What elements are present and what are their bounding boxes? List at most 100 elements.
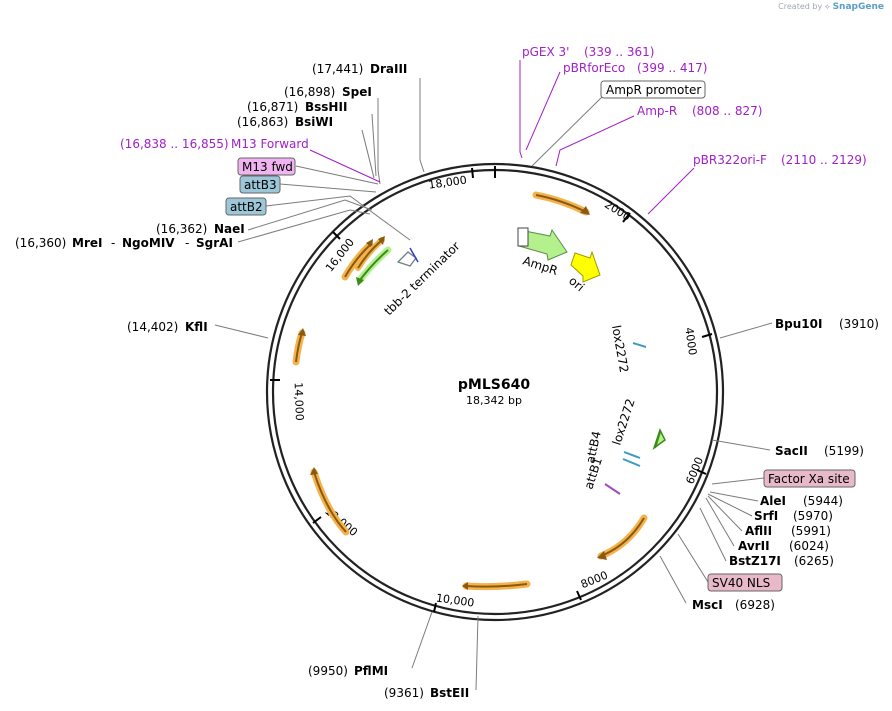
pgex-range: (339 .. 361) bbox=[584, 45, 654, 59]
draiii-pos: (17,441) bbox=[312, 62, 363, 76]
attb2-connector bbox=[265, 195, 411, 241]
m13fwd-connector bbox=[295, 165, 379, 185]
tbb2-label: tbb-2 terminator bbox=[381, 239, 462, 318]
orange-arrow-6 bbox=[344, 244, 371, 278]
bsiwi-name: BsiWI bbox=[295, 115, 333, 129]
orange-arrow-2 bbox=[600, 517, 645, 557]
msci-name: MscI bbox=[692, 598, 723, 612]
dash-1: - bbox=[111, 236, 115, 250]
bpu10i-pos: (3910) bbox=[839, 317, 879, 331]
mrei-pos: (16,360) bbox=[15, 236, 66, 250]
factorxa-connector bbox=[711, 477, 765, 485]
ori-feature-arrow bbox=[570, 250, 601, 283]
bstz17i-name: BstZ17I bbox=[729, 554, 781, 568]
bsteii-connector bbox=[475, 615, 479, 691]
attb3-connector bbox=[279, 183, 377, 193]
lox2272-lower-label: lox2272 bbox=[610, 397, 638, 447]
ampr-promoter-box bbox=[600, 80, 706, 99]
credit-brand: SnapGene bbox=[832, 2, 884, 12]
pflmi-pos: (9950) bbox=[308, 664, 348, 678]
attb1-mark bbox=[604, 483, 621, 495]
credit: Created by ⟡ SnapGene bbox=[778, 2, 884, 12]
attb3-box bbox=[239, 175, 281, 194]
primer-connectors bbox=[309, 60, 695, 215]
orange-arrow-4 bbox=[313, 471, 347, 533]
srfi-connector bbox=[707, 493, 753, 517]
m13-fwd-box bbox=[237, 157, 296, 176]
orange-feature-2 bbox=[597, 514, 648, 560]
alei-name: AleI bbox=[760, 494, 786, 508]
pflmi-connector bbox=[411, 611, 433, 669]
bstz17i-connector bbox=[699, 507, 727, 562]
green-feature-right-shaft bbox=[654, 431, 661, 449]
restriction-sites: (17,441) DraIII (16,898) SpeI (16,871) B… bbox=[15, 62, 879, 700]
orange-feature-4 bbox=[310, 468, 350, 536]
tick-label-14000: 14,000 bbox=[292, 382, 306, 421]
bsiwi-connector bbox=[361, 129, 375, 179]
ampr-feature-arrow bbox=[518, 228, 568, 261]
spei-name: SpeI bbox=[342, 85, 372, 99]
green-arrowhead-reverse bbox=[356, 277, 364, 286]
orange-arrowhead-5 bbox=[298, 328, 306, 336]
tick-label-4000: 4000 bbox=[682, 327, 699, 357]
orange-arrowhead-7 bbox=[378, 236, 385, 245]
tick-6000 bbox=[696, 469, 707, 475]
avrii-pos: (6024) bbox=[789, 539, 829, 553]
factor-xa-box bbox=[763, 469, 856, 488]
lox2272-lower-mark bbox=[622, 458, 641, 467]
bsiwi-pos: (16,863) bbox=[237, 115, 288, 129]
dash-2: - bbox=[185, 236, 189, 250]
sacii-name: SacII bbox=[775, 444, 808, 458]
msci-pos: (6928) bbox=[735, 598, 775, 612]
draiii-name: DraIII bbox=[370, 62, 407, 76]
pbr322ori-range: (2110 .. 2129) bbox=[781, 153, 867, 167]
sv40nls-connector bbox=[677, 533, 709, 583]
pbr322ori-connector bbox=[647, 167, 695, 215]
orange-arrowhead-2 bbox=[597, 551, 607, 560]
pgex-name: pGEX 3' bbox=[522, 45, 569, 59]
m13-fwd-text: M13 fwd bbox=[242, 160, 293, 174]
ampr-promoter-text: AmpR promoter bbox=[606, 83, 701, 97]
alei-connector bbox=[709, 491, 759, 502]
tick-label-18000: 18,000 bbox=[428, 173, 468, 191]
credit-prefix: Created by bbox=[778, 2, 823, 11]
bpu10i-name: Bpu10I bbox=[775, 317, 822, 331]
backbone-outer bbox=[265, 162, 725, 622]
tick-16000 bbox=[332, 231, 341, 240]
sv40-nls-box bbox=[707, 573, 783, 592]
attb4-mark bbox=[623, 451, 641, 459]
bstz17i-pos: (6265) bbox=[794, 554, 834, 568]
orange-arrowhead-1 bbox=[580, 206, 590, 215]
tick-label-2000: 2000 bbox=[602, 198, 633, 224]
alei-pos: (5944) bbox=[803, 494, 843, 508]
draiii-connector bbox=[419, 78, 425, 173]
naei-name: NaeI bbox=[214, 222, 245, 236]
ampr-promoter-mark bbox=[517, 227, 529, 247]
attb2-text: attB2 bbox=[230, 200, 263, 214]
orange-arrowhead-6 bbox=[366, 239, 373, 248]
pbr322ori-name: pBR322ori-F bbox=[693, 153, 767, 167]
sacii-pos: (5199) bbox=[824, 444, 864, 458]
sv40-nls-text: SV40 NLS bbox=[712, 576, 770, 590]
ampr-primer-connector bbox=[555, 115, 635, 167]
avrii-connector bbox=[705, 497, 735, 547]
ruler-ticks bbox=[270, 166, 713, 613]
ampr-promoter-connector bbox=[531, 94, 605, 167]
bsteii-pos: (9361) bbox=[384, 686, 424, 700]
srfi-pos: (5970) bbox=[793, 509, 833, 523]
snapgene-logo-icon: ⟡ bbox=[824, 2, 831, 11]
lox2272-upper-label: lox2272 bbox=[609, 324, 631, 374]
aflii-name: AflII bbox=[745, 524, 772, 538]
ampr-primer-range: (808 .. 827) bbox=[692, 104, 762, 118]
boxed-features: AmpR promoter M13 fwd attB3 attB2 Factor… bbox=[225, 80, 856, 592]
spei-connector bbox=[377, 98, 381, 185]
ampr-primer-name: Amp-R bbox=[637, 104, 677, 118]
kfli-name: KflI bbox=[185, 320, 208, 334]
spei-pos: (16,898) bbox=[284, 85, 335, 99]
bsshii-name: BssHII bbox=[305, 100, 347, 114]
tick-4000 bbox=[701, 333, 713, 338]
mrei-name: MreI bbox=[72, 236, 102, 250]
nae-connector bbox=[247, 199, 373, 231]
pbrforeco-name: pBRforEco bbox=[563, 61, 625, 75]
bsshii-pos: (16,871) bbox=[247, 100, 298, 114]
